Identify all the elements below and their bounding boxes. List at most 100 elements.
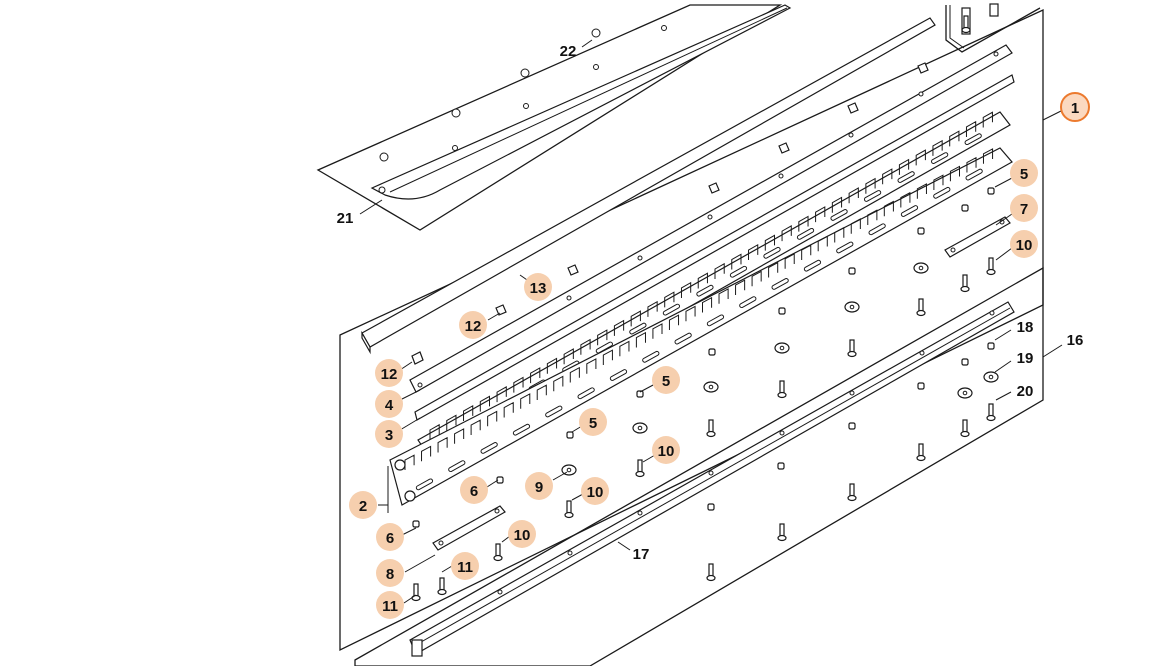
callout-9[interactable]: 9 xyxy=(525,472,553,500)
callout-21[interactable]: 21 xyxy=(337,210,354,227)
callout-label: 5 xyxy=(589,415,597,432)
callout-3[interactable]: 3 xyxy=(375,420,403,448)
callout-label: 7 xyxy=(1020,201,1028,218)
blade-slot xyxy=(629,322,647,335)
blade-slot xyxy=(900,205,919,217)
screw xyxy=(706,563,716,582)
screw xyxy=(411,583,421,602)
callout-13[interactable]: 13 xyxy=(524,273,552,301)
spacer xyxy=(496,476,504,484)
spacer xyxy=(917,382,925,390)
part-17-rail xyxy=(409,301,1015,657)
spacer xyxy=(707,503,715,511)
screw xyxy=(706,419,716,438)
callout-label: 11 xyxy=(457,559,473,576)
blade-slot xyxy=(512,423,531,436)
screw xyxy=(777,523,787,542)
washer xyxy=(632,422,648,434)
callout-20[interactable]: 20 xyxy=(1017,383,1034,400)
blade-slot xyxy=(642,350,660,363)
callout-label: 12 xyxy=(465,318,482,335)
washer xyxy=(774,342,790,354)
callout-22[interactable]: 22 xyxy=(560,43,577,60)
callout-8[interactable]: 8 xyxy=(376,559,404,587)
callout-2[interactable]: 2 xyxy=(349,491,377,519)
spacer xyxy=(708,348,716,356)
blade-slot xyxy=(933,186,951,199)
blade-slot xyxy=(577,387,595,400)
callout-16[interactable]: 16 xyxy=(1067,332,1084,349)
callout-label: 5 xyxy=(1020,166,1028,183)
callout-7[interactable]: 7 xyxy=(1010,194,1038,222)
blade-slot xyxy=(763,246,781,259)
callout-11[interactable]: 11 xyxy=(451,552,479,580)
part-7-plate xyxy=(944,216,1011,258)
callout-4[interactable]: 4 xyxy=(375,390,403,418)
callout-19[interactable]: 19 xyxy=(1017,350,1034,367)
callout-label: 10 xyxy=(1016,237,1033,254)
callout-label: 9 xyxy=(535,479,543,496)
washer xyxy=(913,262,929,274)
blade-slot xyxy=(771,278,789,290)
blade-slot xyxy=(803,259,822,272)
blade-slot xyxy=(931,152,949,164)
part-3-thin-bar xyxy=(414,74,1015,421)
callout-10[interactable]: 10 xyxy=(652,436,680,464)
callout-6[interactable]: 6 xyxy=(376,523,404,551)
callout-label: 10 xyxy=(587,484,604,501)
spacer xyxy=(566,431,574,439)
callout-10[interactable]: 10 xyxy=(508,520,536,548)
screw xyxy=(564,500,574,519)
callout-label: 5 xyxy=(662,373,670,390)
screw xyxy=(960,419,970,438)
screw xyxy=(986,403,996,422)
screw xyxy=(777,380,787,399)
part-4-flat-bar xyxy=(409,44,1013,393)
callout-18[interactable]: 18 xyxy=(1017,319,1034,336)
blade-slot xyxy=(739,296,757,309)
leader-lines xyxy=(359,39,1064,604)
callout-5[interactable]: 5 xyxy=(579,408,607,436)
blade-slot xyxy=(662,303,681,316)
washer xyxy=(844,301,860,313)
callout-label: 8 xyxy=(386,566,394,583)
part-21-guide-rail xyxy=(370,4,792,200)
spacer xyxy=(848,422,856,430)
spacer xyxy=(917,227,925,235)
callout-11[interactable]: 11 xyxy=(376,591,404,619)
screw xyxy=(986,257,996,276)
callout-17[interactable]: 17 xyxy=(633,546,650,563)
callout-5[interactable]: 5 xyxy=(652,366,680,394)
callout-5[interactable]: 5 xyxy=(1010,159,1038,187)
part-22-cover xyxy=(316,4,783,231)
blade-slot xyxy=(609,369,628,381)
callout-label: 6 xyxy=(386,530,394,547)
spacer xyxy=(636,390,644,398)
blade-slot xyxy=(415,478,434,491)
callout-12[interactable]: 12 xyxy=(459,311,487,339)
screw xyxy=(847,483,857,502)
blade-slot xyxy=(729,265,748,278)
screw xyxy=(437,577,447,596)
callout-label: 6 xyxy=(470,483,478,500)
callout-label: 11 xyxy=(382,598,398,615)
spacer xyxy=(987,342,995,350)
screw xyxy=(916,443,926,462)
blade-slot xyxy=(796,227,815,240)
callout-1[interactable]: 1 xyxy=(1060,92,1090,122)
blade-slot xyxy=(545,405,563,418)
spacer xyxy=(777,462,785,470)
callout-label: 12 xyxy=(381,366,398,383)
callout-label: 1 xyxy=(1071,100,1079,117)
screw xyxy=(916,298,926,317)
callout-10[interactable]: 10 xyxy=(1010,230,1038,258)
callout-label: 3 xyxy=(385,427,393,444)
callout-10[interactable]: 10 xyxy=(581,477,609,505)
part-13-bar xyxy=(361,17,936,355)
blade-slot xyxy=(897,171,915,183)
callout-6[interactable]: 6 xyxy=(460,476,488,504)
callout-12[interactable]: 12 xyxy=(375,359,403,387)
part-2-cutter-blade-lower xyxy=(389,147,1013,506)
